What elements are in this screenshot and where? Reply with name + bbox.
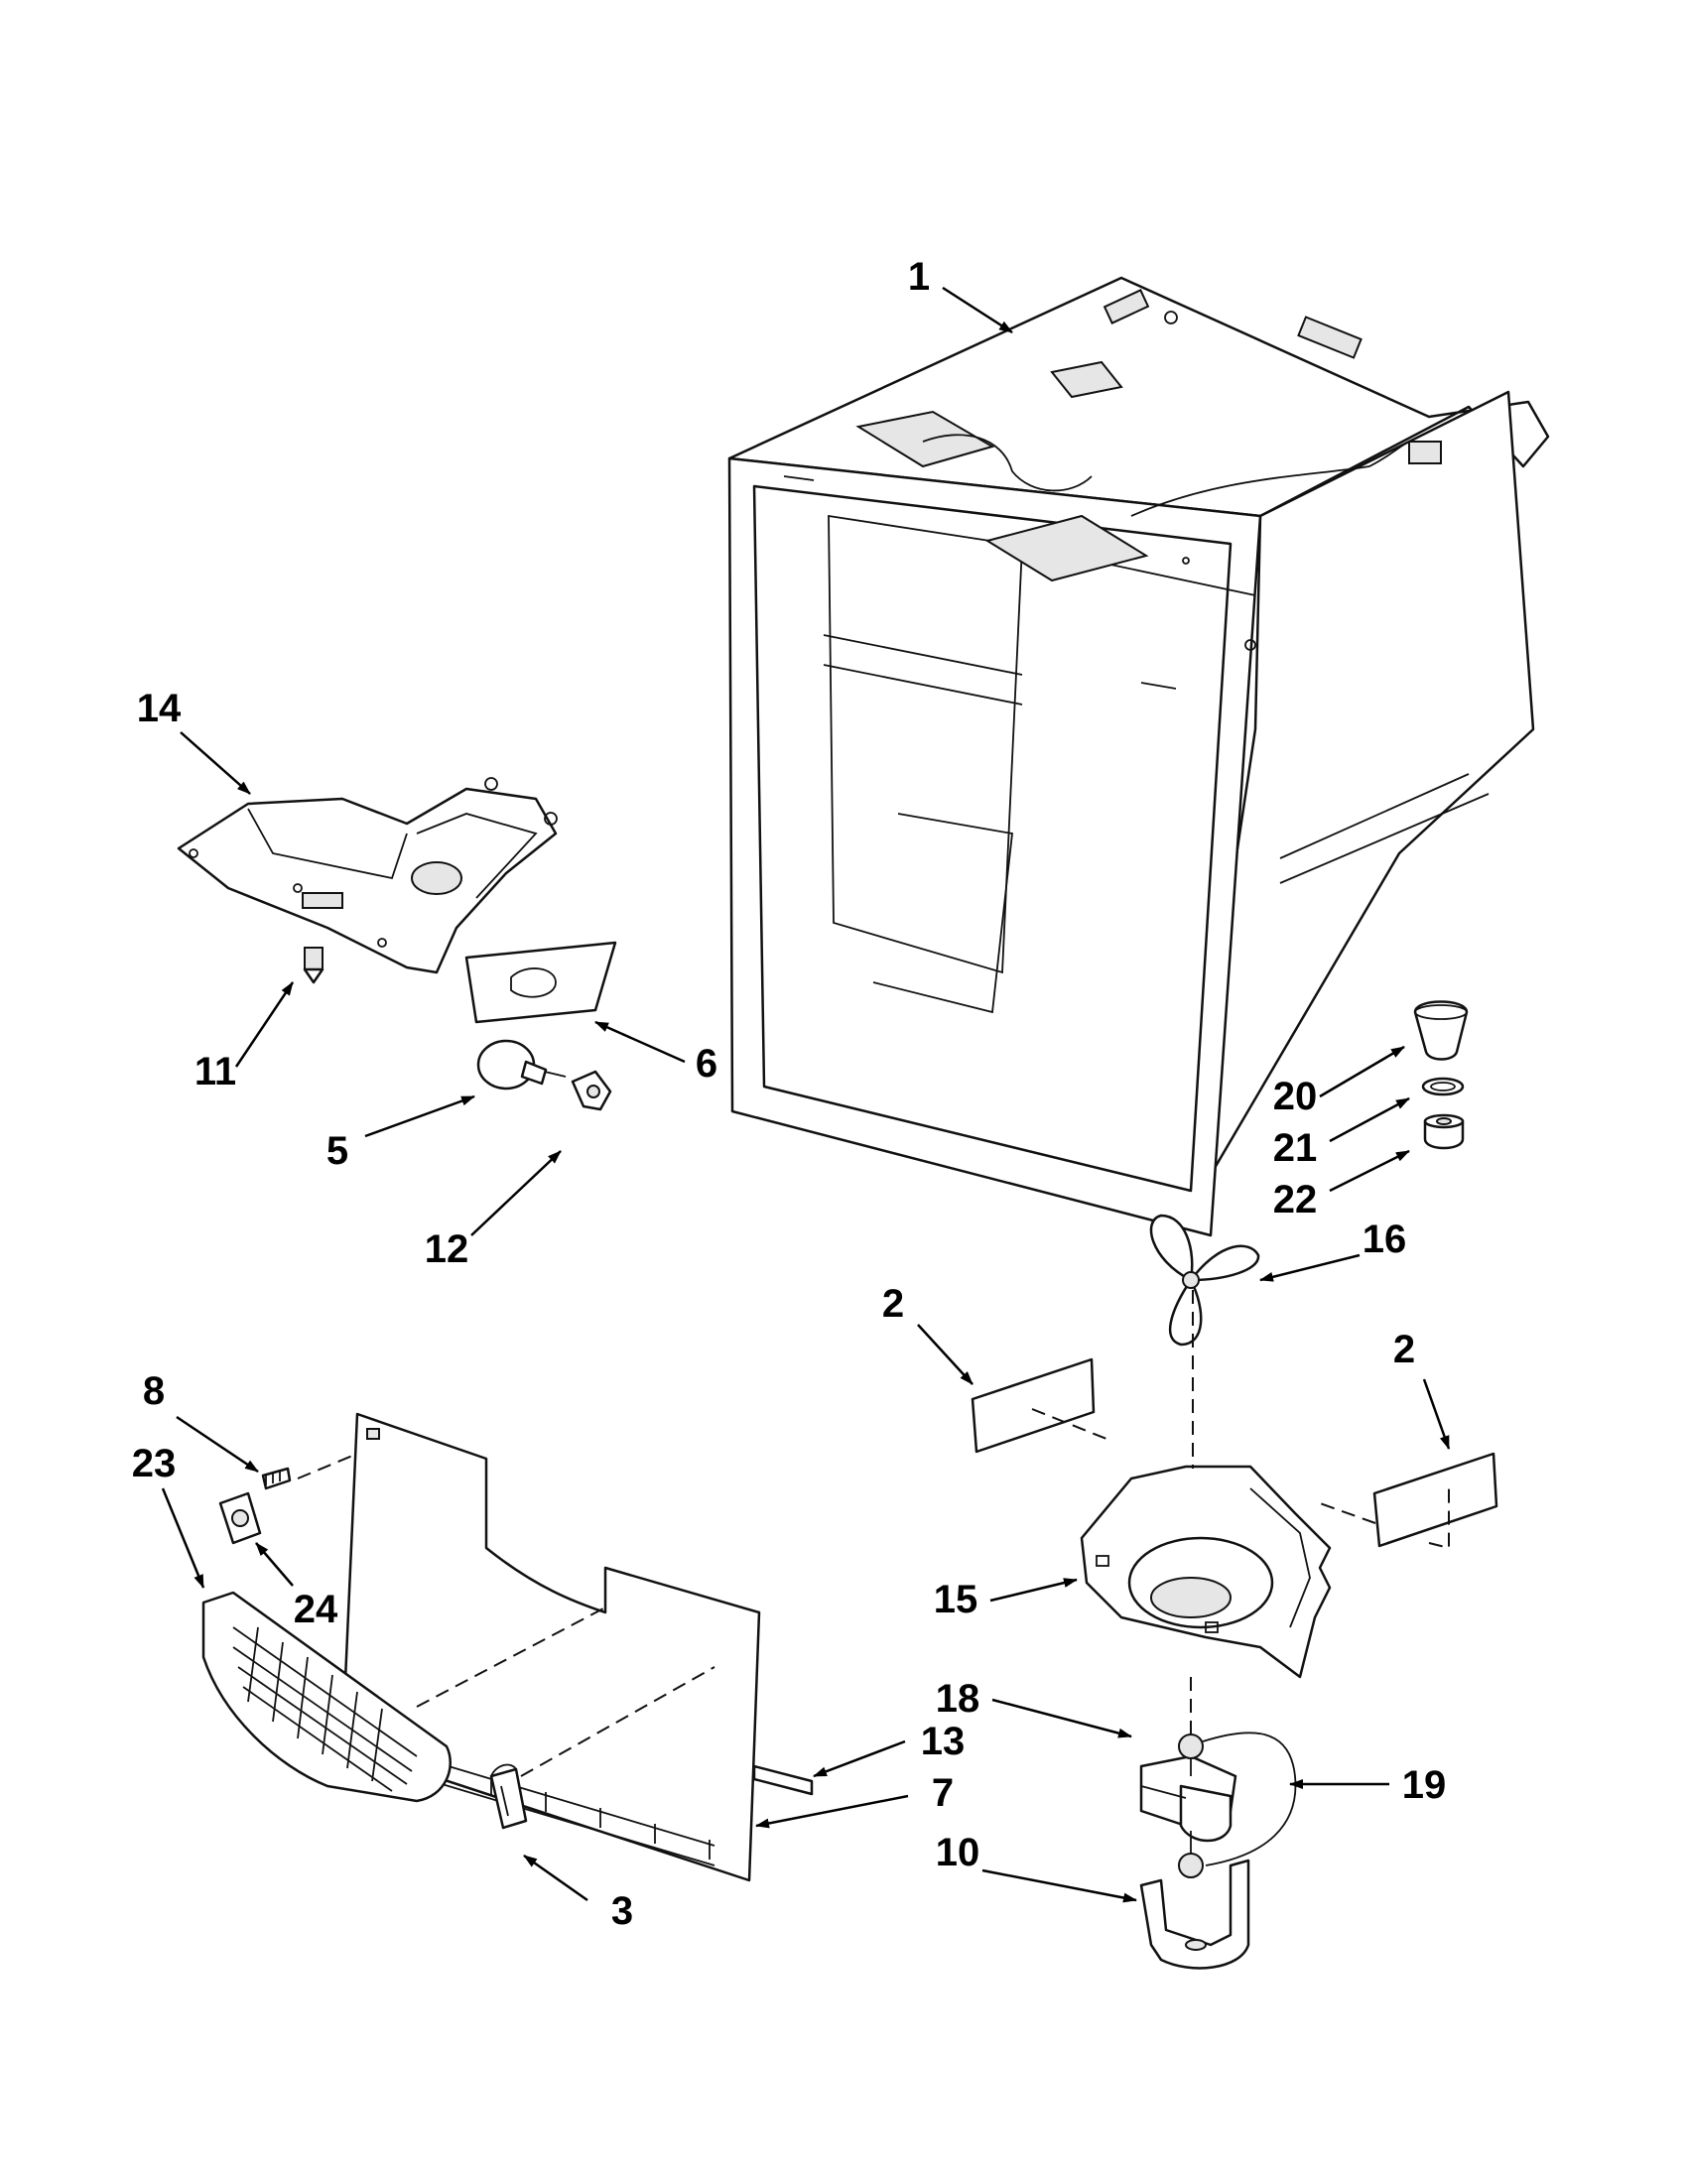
part-switch (303, 947, 325, 984)
part-fan-shroud (1080, 1465, 1332, 1679)
callout-18: 18 (936, 1677, 980, 1721)
callout-3: 3 (611, 1889, 633, 1933)
callout-2-left: 2 (882, 1282, 904, 1326)
callout-24: 24 (294, 1588, 338, 1631)
part-light-housing (177, 777, 558, 974)
leader-15 (989, 1578, 1078, 1603)
part-damper-assembly (1413, 1000, 1469, 1150)
callout-1: 1 (908, 255, 930, 299)
part-light-socket (571, 1070, 612, 1111)
part-light-shield (464, 941, 617, 1024)
callout-22: 22 (1273, 1178, 1318, 1221)
leader-24 (255, 1542, 294, 1587)
callout-labels: 1 2 2 3 5 6 7 8 10 11 12 13 14 15 16 18 … (132, 255, 1447, 1933)
leader-1 (942, 286, 1013, 334)
part-insulation-left (971, 1357, 1096, 1454)
part-seal-strip (752, 1764, 814, 1796)
leader-6 (594, 1020, 686, 1064)
leader-21 (1329, 1096, 1410, 1143)
alignment-lines-left (297, 1453, 715, 1777)
leader-18 (991, 1698, 1132, 1738)
leader-11 (234, 981, 295, 1068)
part-grille (201, 1591, 452, 1803)
callout-2-right: 2 (1393, 1328, 1415, 1371)
part-motor-bracket (1139, 1859, 1250, 1970)
part-wire-harness (1202, 1732, 1297, 1866)
callout-10: 10 (936, 1831, 980, 1874)
callout-11: 11 (195, 1050, 236, 1093)
callout-21: 21 (1273, 1126, 1318, 1170)
callout-12: 12 (425, 1227, 469, 1271)
callout-16: 16 (1363, 1218, 1407, 1261)
alignment-lines-right (1031, 1290, 1450, 1741)
callout-19: 19 (1402, 1763, 1447, 1807)
leader-8 (176, 1415, 259, 1474)
leader-5 (364, 1094, 475, 1138)
leader-2b (1422, 1378, 1451, 1450)
leader-10 (981, 1868, 1137, 1903)
part-freezer-liner (727, 276, 1550, 1237)
leader-20 (1319, 1045, 1405, 1098)
leader-16 (1259, 1253, 1361, 1282)
callout-13: 13 (921, 1720, 966, 1763)
callout-5: 5 (326, 1129, 348, 1173)
part-thermistor (489, 1763, 528, 1830)
leader-13 (813, 1739, 906, 1778)
part-screw (261, 1467, 292, 1490)
leader-3 (523, 1854, 588, 1902)
part-fan-blade (1149, 1214, 1260, 1347)
leader-7 (755, 1794, 909, 1829)
callout-14: 14 (137, 687, 182, 730)
part-evaporator-cover (340, 1412, 761, 1882)
leader-22 (1329, 1149, 1410, 1193)
callout-8: 8 (143, 1369, 165, 1413)
callout-15: 15 (934, 1578, 978, 1621)
part-light-bulb (476, 1039, 567, 1091)
part-insulation-right (1372, 1452, 1498, 1548)
leader-12 (470, 1150, 562, 1236)
part-fan-motor (1139, 1734, 1237, 1878)
leader-2a (917, 1324, 974, 1385)
leader-lines (161, 286, 1451, 1903)
callout-7: 7 (932, 1771, 954, 1815)
part-clip (218, 1491, 262, 1545)
leader-14 (180, 731, 251, 795)
callout-6: 6 (696, 1042, 717, 1086)
leader-23 (161, 1487, 205, 1589)
callout-20: 20 (1273, 1075, 1318, 1118)
callout-23: 23 (132, 1442, 177, 1485)
